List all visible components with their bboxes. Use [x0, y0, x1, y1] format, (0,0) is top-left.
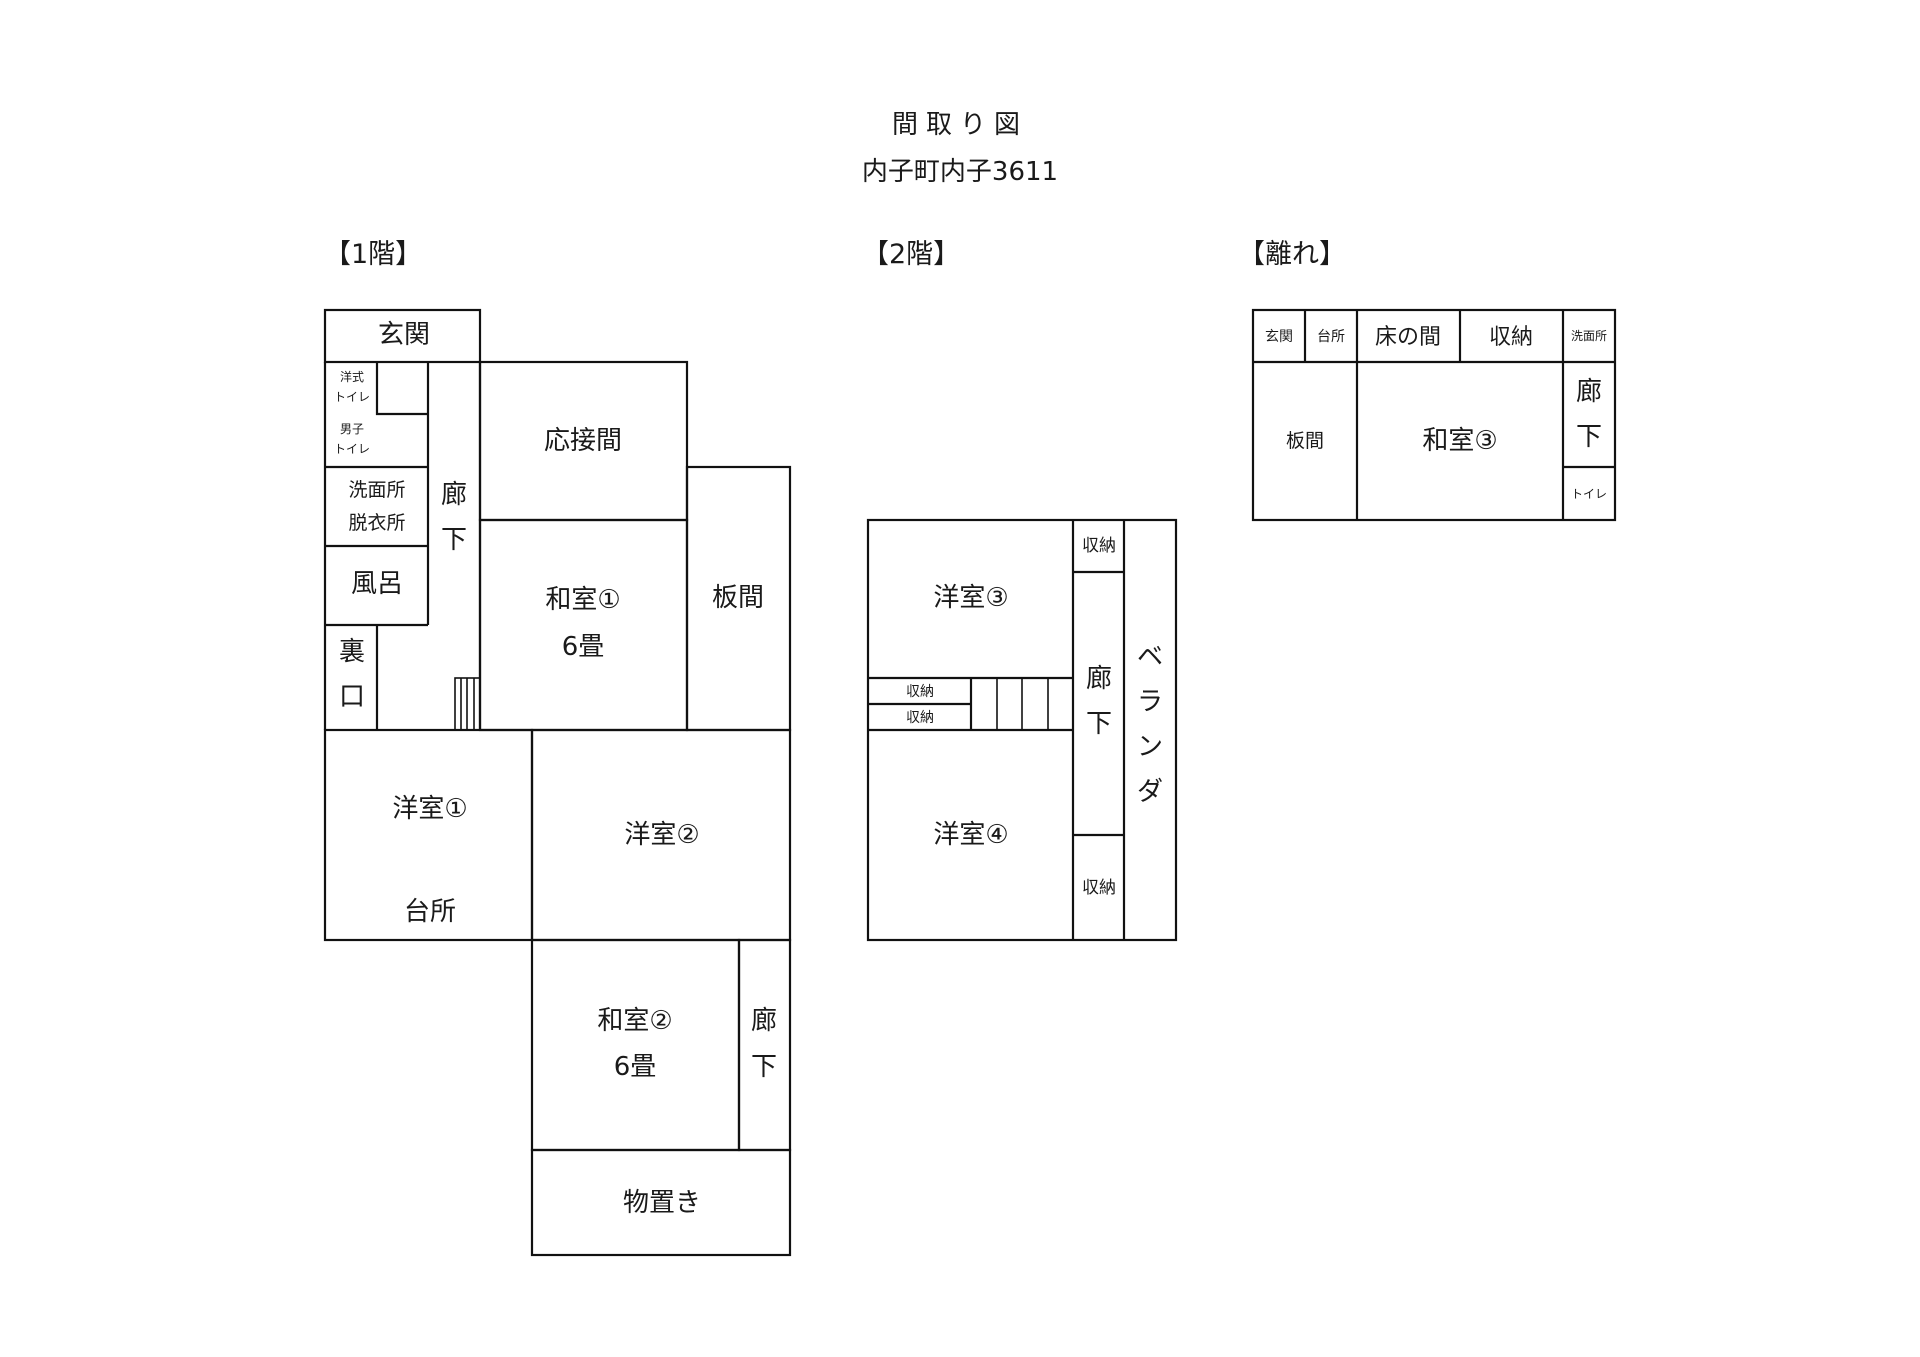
- room-danshi-toilet-line1: 男子: [340, 422, 364, 436]
- second-floor-walls: [866, 518, 1178, 942]
- annex-tokonoma: 床の間: [1375, 325, 1441, 350]
- room-veranda-char2: ラ: [1137, 687, 1163, 717]
- room-roka-line1: 廊: [441, 480, 467, 510]
- first-floor-labels: 玄関 洋式 トイレ 男子 トイレ 洗面所 脱衣所 風呂 裏 口 廊 下 応接間 …: [334, 320, 777, 1218]
- room-shuno-top: 収納: [1082, 536, 1116, 556]
- room-washitsu1: 和室①: [545, 585, 620, 615]
- room-yoshitsu1: 洋室①: [392, 794, 467, 824]
- room-osetsuma: 応接間: [544, 426, 622, 456]
- room-uraguchi-line1: 裏: [339, 637, 365, 667]
- room-itama: 板間: [712, 583, 764, 613]
- room-veranda-char3: ン: [1137, 732, 1163, 762]
- room-washitsu2-size: 6畳: [614, 1052, 657, 1082]
- room-roka-line2: 下: [1086, 709, 1112, 739]
- second-floor-heading: 【2階】: [862, 239, 960, 270]
- room-datsuijo: 脱衣所: [348, 512, 405, 534]
- room-monooki: 物置き: [623, 1188, 701, 1218]
- room-yoshiki-toilet-line2: トイレ: [334, 390, 370, 404]
- annex-heading: 【離れ】: [1238, 239, 1346, 270]
- room-yoshiki-toilet-line1: 洋式: [340, 369, 364, 384]
- room-uraguchi-line2: 口: [339, 682, 365, 712]
- annex-walls: [1251, 308, 1617, 522]
- room-roka2-line2: 下: [751, 1052, 777, 1082]
- annex-genkan: 玄関: [1265, 328, 1293, 345]
- room-roka-line1: 廊: [1086, 664, 1112, 694]
- room-shuno-bottom: 収納: [1082, 878, 1116, 898]
- room-daidokoro: 台所: [404, 897, 456, 927]
- second-floor-labels: 洋室③ 収納 収納 洋室④ 収納 廊 下 収納 ベ ラ ン ダ: [906, 536, 1163, 898]
- room-senmenjo: 洗面所: [348, 479, 405, 501]
- annex-roka-line2: 下: [1576, 422, 1602, 452]
- page-title: 間取り図: [892, 110, 1028, 140]
- address-text: 内子町内子3611: [862, 157, 1058, 187]
- room-veranda-char4: ダ: [1137, 777, 1163, 807]
- room-shuno-b: 収納: [906, 710, 934, 726]
- room-shuno-a: 収納: [906, 684, 934, 700]
- room-washitsu1-size: 6畳: [562, 632, 605, 662]
- annex-roka-line1: 廊: [1576, 377, 1602, 407]
- room-roka-line2: 下: [441, 525, 467, 555]
- annex-labels: 玄関 台所 床の間 収納 洗面所 板間 和室③ 廊 下 トイレ: [1265, 325, 1607, 501]
- room-furo: 風呂: [351, 569, 403, 599]
- room-genkan: 玄関: [378, 320, 430, 350]
- annex-itama: 板間: [1286, 430, 1324, 452]
- room-yoshitsu3: 洋室③: [933, 583, 1008, 613]
- room-yoshitsu2: 洋室②: [624, 820, 699, 850]
- annex-toilet: トイレ: [1571, 487, 1607, 501]
- room-roka2-line1: 廊: [751, 1006, 777, 1036]
- room-danshi-toilet-line2: トイレ: [334, 442, 370, 456]
- room-yoshitsu4: 洋室④: [933, 820, 1008, 850]
- annex-daidokoro: 台所: [1317, 329, 1345, 345]
- annex-senmenjo: 洗面所: [1571, 329, 1607, 343]
- room-veranda-char1: ベ: [1137, 642, 1163, 672]
- first-floor-heading: 【1階】: [324, 239, 422, 270]
- annex-shuno: 収納: [1489, 325, 1533, 350]
- first-floor-walls: [323, 308, 792, 1257]
- annex-washitsu3: 和室③: [1422, 426, 1497, 456]
- room-washitsu2: 和室②: [597, 1006, 672, 1036]
